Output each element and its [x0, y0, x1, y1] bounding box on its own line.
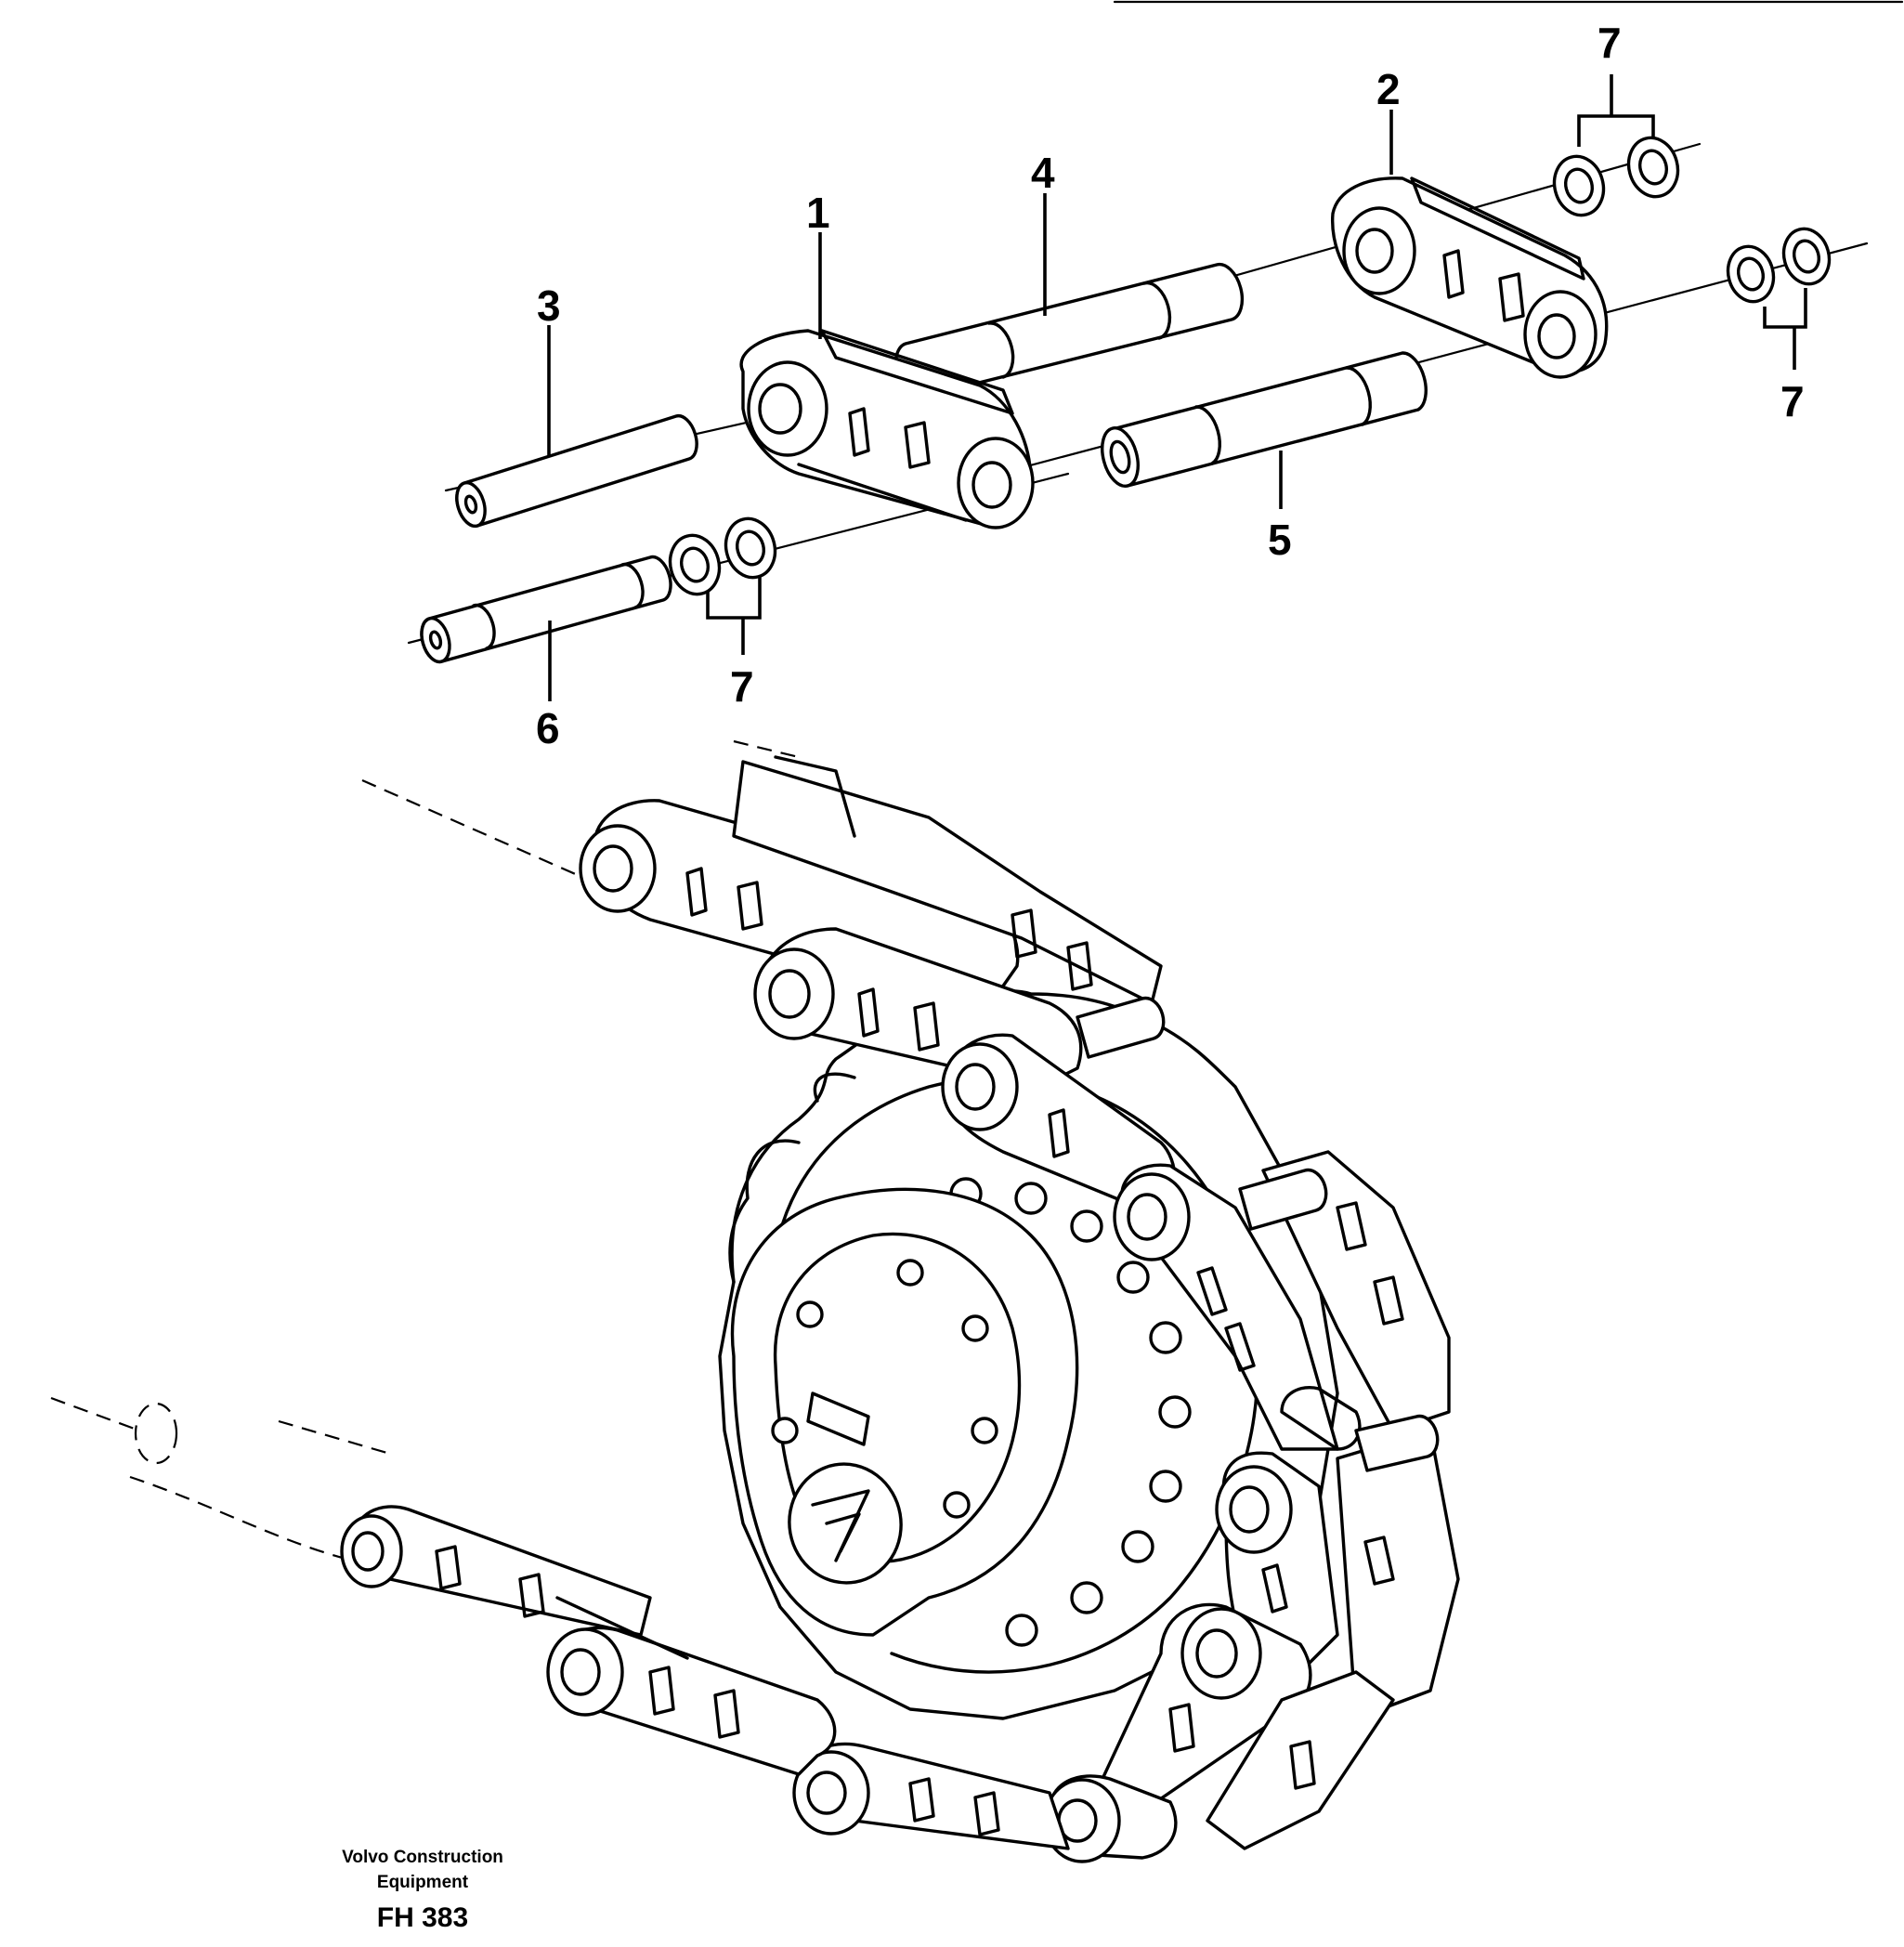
seal-rings-part-7-top: [1552, 136, 1680, 217]
pin-part-6: [420, 555, 672, 664]
callout-7-lower: 7: [730, 662, 754, 711]
pin-part-3: [455, 413, 698, 529]
volvo-emblem-icon: [788, 1462, 903, 1585]
callout-7-right: 7: [1780, 377, 1805, 425]
bushing-part-5: [1101, 351, 1428, 488]
seal-rings-part-7-right: [1726, 227, 1832, 304]
track-chain: [340, 755, 1460, 1863]
callout-3: 3: [537, 281, 561, 330]
callout-1: 1: [806, 189, 830, 237]
callout-2: 2: [1376, 65, 1401, 113]
manufacturer-caption: Volvo Construction Equipment: [306, 1845, 539, 1895]
callout-6: 6: [536, 704, 560, 752]
callout-7-top: 7: [1598, 19, 1622, 67]
manufacturer-line-2: Equipment: [376, 1873, 469, 1892]
track-link-part-1: [739, 329, 1035, 529]
manufacturer-line-1: Volvo Construction: [342, 1848, 503, 1867]
track-link-part-2: [1330, 176, 1609, 379]
callout-5: 5: [1268, 516, 1292, 564]
callout-leaders: [547, 74, 1807, 701]
callout-4: 4: [1031, 149, 1055, 197]
figure-code: FH 383: [376, 1902, 469, 1933]
seal-rings-part-7-lower: [668, 516, 777, 596]
